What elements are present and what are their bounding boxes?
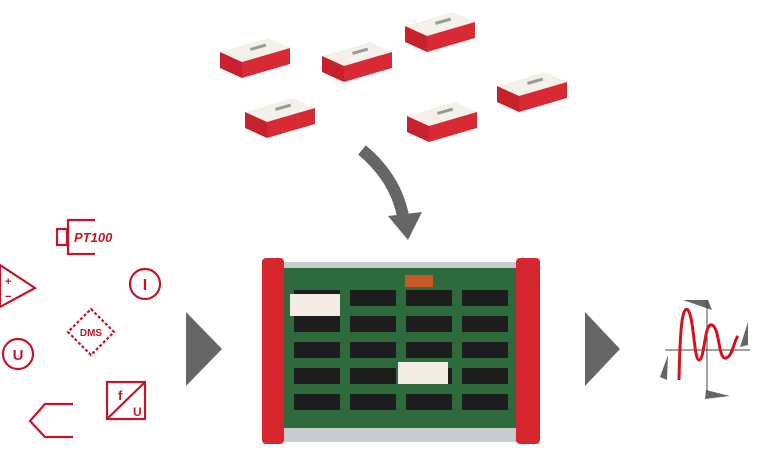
end-cap-left	[262, 258, 284, 444]
carrier-board	[262, 258, 540, 444]
inserted-module	[290, 294, 340, 316]
socket	[350, 342, 396, 358]
socket	[350, 316, 396, 332]
signal-module	[245, 98, 315, 138]
converter-f: f	[118, 388, 123, 403]
bridge-symbol-icon	[66, 307, 116, 357]
socket	[462, 342, 508, 358]
thermocouple-symbol-icon	[28, 402, 73, 439]
socket	[350, 394, 396, 410]
converter-symbol-icon	[105, 380, 147, 421]
socket	[406, 316, 452, 332]
amp-plus: +	[5, 276, 11, 288]
bridge-label: DMS	[80, 328, 103, 339]
output-signal-icon	[660, 300, 750, 399]
signal-module	[405, 12, 475, 52]
output-arrow-icon	[585, 312, 620, 386]
current-symbol-icon	[128, 267, 162, 301]
inserted-module	[398, 362, 448, 384]
amp-minus: −	[5, 291, 11, 303]
socket	[462, 394, 508, 410]
socket	[406, 342, 452, 358]
socket	[406, 290, 452, 306]
signal-module	[407, 102, 477, 142]
converter-u: U	[133, 405, 142, 419]
socket	[462, 290, 508, 306]
signal-module	[497, 72, 567, 112]
socket	[294, 394, 340, 410]
signal-module	[322, 42, 392, 82]
current-label: I	[143, 277, 147, 294]
amplifier-symbol-icon	[0, 263, 38, 309]
insert-arrow-icon	[358, 145, 410, 223]
socket	[294, 368, 340, 384]
socket	[406, 394, 452, 410]
voltage-symbol-icon	[1, 337, 35, 371]
insert-arrow-head-icon	[388, 212, 422, 240]
socket	[350, 368, 396, 384]
socket	[350, 290, 396, 306]
pt100-label: PT100	[74, 230, 113, 245]
input-arrow-icon	[186, 312, 222, 386]
socket	[294, 342, 340, 358]
socket	[462, 368, 508, 384]
socket	[294, 316, 340, 332]
end-cap-right	[516, 258, 540, 444]
signal-module	[220, 38, 290, 78]
socket	[462, 316, 508, 332]
pt100-symbol-icon	[55, 218, 95, 256]
voltage-label: U	[13, 347, 24, 364]
